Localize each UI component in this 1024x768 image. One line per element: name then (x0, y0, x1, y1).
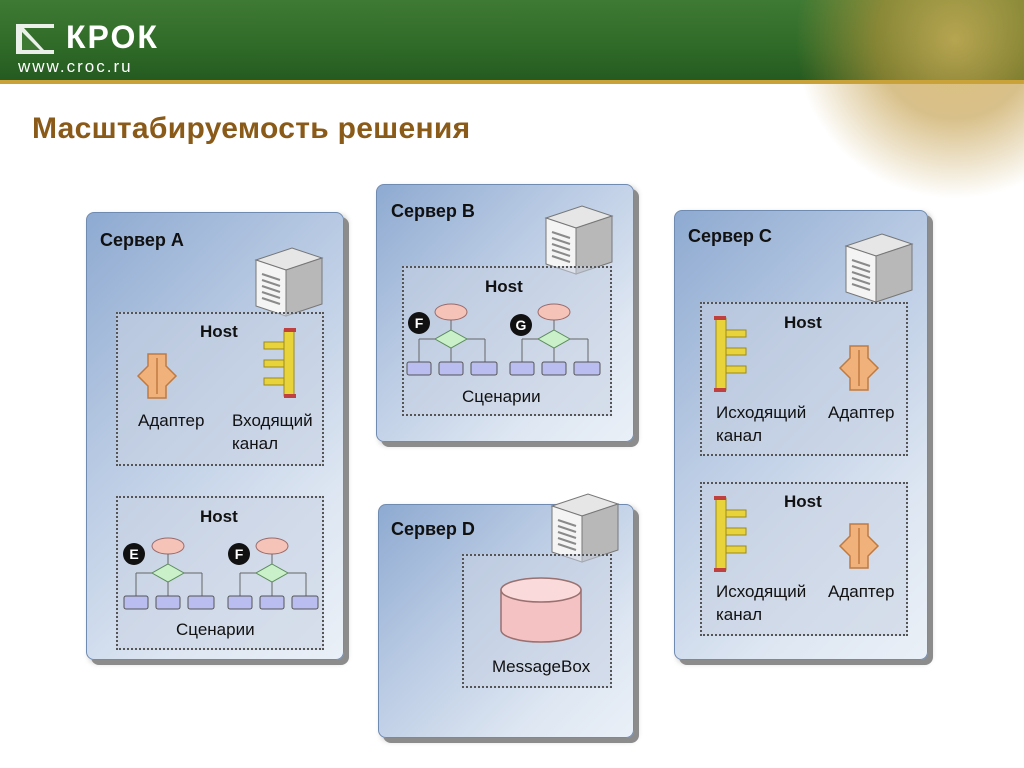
host-label: Host (485, 277, 523, 296)
server-a-title: Сервер А (100, 230, 184, 250)
outbound-channel-line2: канал (716, 605, 763, 624)
outbound-channel-label: Исходящий канал (716, 580, 806, 626)
scenario-icon (406, 303, 498, 376)
adapter-label: Адаптер (138, 411, 205, 430)
server-c-title: Сервер C (688, 226, 772, 246)
adapter-icon (838, 523, 880, 569)
outbound-channel-line2: канал (716, 426, 763, 445)
adapter-icon (838, 345, 880, 391)
host-label: Host (200, 507, 238, 526)
scenario-badge-f: F (408, 312, 430, 334)
page-title: Масштабируемость решения (32, 112, 471, 145)
server-icon (550, 493, 620, 563)
logo: КРОК www.croc.ru (14, 14, 174, 76)
outbound-channel-icon (714, 316, 747, 392)
inbound-channel-line1: Входящий (232, 411, 313, 430)
outbound-channel-line1: Исходящий (716, 403, 807, 422)
scenario-icon (123, 537, 215, 610)
scenario-icon (509, 303, 601, 376)
database-icon (500, 577, 582, 643)
adapter-icon (136, 353, 178, 399)
server-icon (844, 233, 914, 303)
scenario-badge-e: E (123, 543, 145, 565)
inbound-channel-icon (263, 328, 296, 398)
host-label: Host (784, 313, 822, 332)
outbound-channel-icon (714, 496, 747, 572)
scenario-icon (227, 537, 319, 610)
server-b-host (402, 266, 612, 416)
server-b-title: Сервер B (391, 201, 475, 221)
host-label: Host (784, 492, 822, 511)
inbound-channel-label: Входящий канал (232, 409, 313, 455)
outbound-channel-line1: Исходящий (716, 582, 807, 601)
server-c-host-1 (700, 302, 908, 456)
host-label: Host (200, 322, 238, 341)
messagebox-label: MessageBox (492, 657, 591, 676)
adapter-label: Адаптер (828, 403, 895, 422)
logo-name: КРОК (66, 19, 159, 55)
header-decoration (794, 0, 1024, 200)
server-d-title: Сервер D (391, 519, 475, 539)
outbound-channel-label: Исходящий канал (716, 401, 806, 447)
scenario-badge-g: G (510, 314, 532, 336)
adapter-label: Адаптер (828, 582, 895, 601)
server-icon (254, 247, 324, 317)
logo-url: www.croc.ru (18, 57, 133, 76)
header-divider (0, 80, 1024, 84)
inbound-channel-line2: канал (232, 434, 279, 453)
server-icon (544, 205, 614, 275)
server-c-host-2 (700, 482, 908, 636)
scenario-badge-f: F (228, 543, 250, 565)
scenarios-label: Сценарии (462, 387, 541, 406)
logo-mark-icon (16, 24, 54, 54)
scenarios-label: Сценарии (176, 620, 255, 639)
